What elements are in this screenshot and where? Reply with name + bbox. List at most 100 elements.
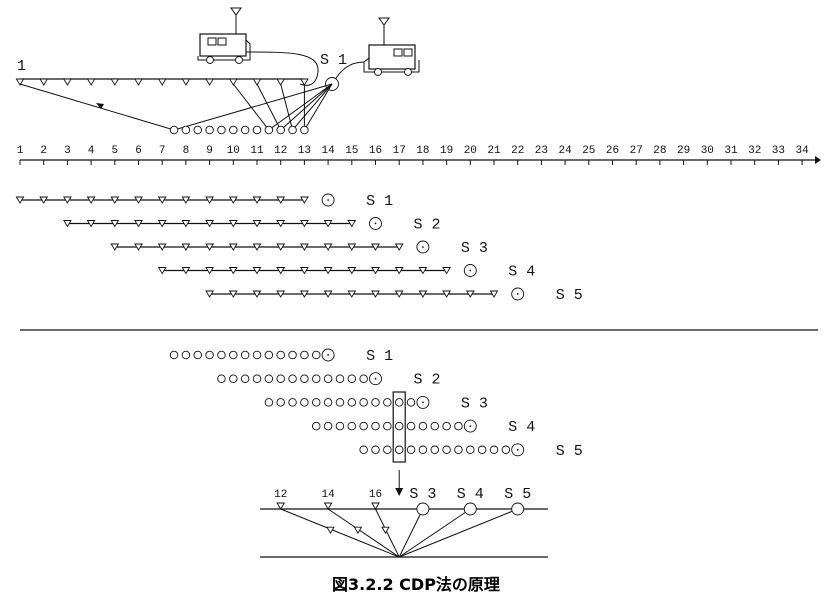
midpoint-icon (217, 350, 226, 360)
midpoint-icon (288, 374, 297, 383)
geophone-icon (465, 290, 475, 298)
geophone-icon (181, 196, 191, 204)
geophone-icon (205, 220, 214, 228)
receiver-label: 14 (321, 489, 335, 501)
geophone-icon (110, 220, 120, 228)
geophone-icon (252, 220, 262, 228)
midpoint-icon (276, 374, 285, 383)
geophone-icon (394, 243, 404, 251)
geophone-icon (86, 220, 96, 228)
midpoint-icon (252, 374, 262, 383)
geophone-icon (228, 78, 238, 86)
midpoint-icon (418, 445, 428, 455)
shot-label: S 1 (366, 348, 393, 365)
axis-tick-label: 29 (677, 145, 690, 157)
geophone-icon (134, 243, 143, 251)
geophone-icon (418, 290, 428, 298)
reflection-point-icon (264, 125, 274, 135)
geophone-icon (323, 243, 333, 251)
midpoint-icon (454, 445, 463, 455)
shot-label: S 3 (461, 395, 488, 412)
geophone-icon (442, 267, 451, 275)
midpoint-icon (442, 445, 451, 455)
geophone-icon (110, 243, 120, 251)
geophone-icon (371, 290, 380, 298)
geophone-icon (371, 243, 380, 251)
midpoint-icon (276, 398, 285, 407)
geophone-icon (228, 196, 238, 204)
axis-tick-label: 32 (748, 145, 761, 157)
midpoint-icon (430, 445, 440, 455)
ray-path (398, 508, 424, 558)
geophone-icon (110, 196, 120, 204)
geophone-icon (300, 243, 309, 251)
axis-tick-label: 23 (535, 145, 548, 157)
reflection-point-icon (181, 125, 191, 135)
geophone-icon (276, 502, 286, 510)
geophone-icon (442, 290, 451, 298)
geophone-icon (300, 78, 309, 86)
midpoint-icon (406, 421, 416, 431)
reflection-point-icon (229, 125, 238, 135)
source-icon (511, 443, 525, 457)
axis-tick-label: 30 (701, 145, 714, 157)
midpoint-icon (383, 398, 392, 407)
source-icon (463, 419, 477, 433)
geophone-icon (228, 267, 238, 275)
geophone-icon (157, 267, 167, 275)
midpoint-icon (240, 374, 250, 383)
midpoint-row: S 3 (264, 395, 488, 412)
midpoint-icon (359, 398, 368, 407)
axis-tick-label: 34 (795, 145, 809, 157)
top-geophone-line (15, 78, 309, 86)
source-icon (416, 395, 430, 409)
midpoint-icon (312, 398, 321, 407)
recording-truck-icon (197, 7, 251, 64)
geophone-icon (205, 290, 214, 298)
geophone-icon (300, 290, 309, 298)
geophone-icon (347, 290, 357, 298)
axis-tick-label: 18 (416, 145, 429, 157)
midpoint-icon (335, 374, 345, 383)
axis-tick-label: 13 (298, 145, 311, 157)
axis-tick-label: 6 (135, 145, 142, 157)
geophone-icon (134, 220, 143, 228)
reflection-point-icon (169, 125, 179, 135)
axis-tick-label: 4 (88, 145, 95, 157)
geophone-icon (276, 290, 286, 298)
geophone-icon (157, 243, 167, 251)
source-label: S 3 (409, 486, 436, 503)
geophone-icon (300, 267, 309, 275)
midpoint-icon (347, 374, 357, 383)
shot-spread-row: S 1 (15, 193, 393, 210)
source-icon (369, 372, 382, 386)
source-icon (321, 348, 335, 362)
ray-path (375, 508, 400, 558)
reflection-point-icon (300, 125, 309, 135)
axis-tick-label: 24 (558, 145, 572, 157)
geophone-icon (15, 196, 25, 204)
midpoint-icon (288, 398, 297, 407)
geophone-icon (252, 196, 262, 204)
axis-tick-label: 2 (40, 145, 47, 157)
geophone-icon (276, 243, 286, 251)
midpoint-icon (335, 398, 345, 407)
reflection-point-icon (252, 125, 262, 135)
source-icon (463, 502, 477, 516)
midpoint-icon (252, 350, 262, 360)
midpoint-icon (264, 398, 274, 407)
shot-spread-row: S 2 (63, 217, 441, 234)
midpoint-icon (359, 421, 368, 431)
midpoint-icon (276, 350, 285, 360)
geophone-icon (394, 290, 404, 298)
midpoint-icon (371, 421, 380, 431)
ray-path (398, 508, 471, 558)
geophone-icon (276, 196, 286, 204)
geophone-icon (63, 196, 72, 204)
ray-path (327, 508, 400, 558)
geophone-icon (86, 78, 96, 86)
geophone-icon (323, 267, 333, 275)
source-icon (511, 502, 525, 516)
